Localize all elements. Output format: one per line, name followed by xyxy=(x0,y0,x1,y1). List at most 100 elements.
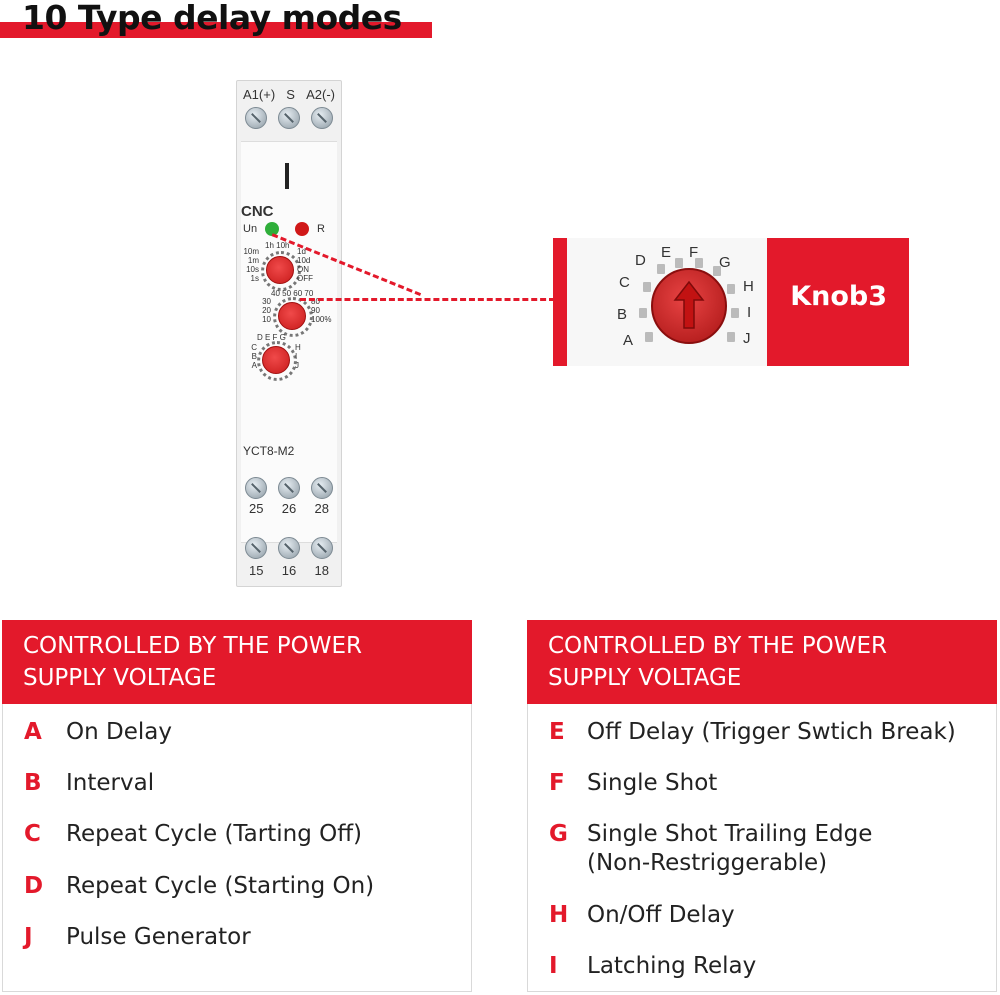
knob2-top-label: 40 50 60 70 xyxy=(271,289,314,298)
mode-letter: C xyxy=(24,821,41,847)
mode-description: On Delay xyxy=(66,719,172,745)
mode-description: Off Delay (Trigger Swtich Break) xyxy=(587,719,956,745)
mode-list-right: CONTROLLED BY THE POWER SUPPLY VOLTAGE E… xyxy=(527,620,997,992)
top-terminal-screws xyxy=(245,107,333,129)
time-percent-knob[interactable] xyxy=(278,302,306,330)
mode-description: Single Shot xyxy=(587,770,718,796)
dial-tick xyxy=(713,266,721,276)
knob2-left-labels: 30 20 10 xyxy=(243,297,271,324)
dial-tick xyxy=(727,332,735,342)
scale-label: 1s xyxy=(250,274,259,283)
page-title: 10 Type delay modes xyxy=(22,0,402,37)
top-terminal-labels: A1(+) S A2(-) xyxy=(243,87,335,102)
knob1-scale-ring xyxy=(261,251,301,291)
screw-icon xyxy=(311,477,333,499)
scale-label: OFF xyxy=(297,274,313,283)
model-number: YCT8-M2 xyxy=(243,444,295,458)
scale-label: C xyxy=(251,343,257,352)
scale-label: 20 xyxy=(262,306,271,315)
knob2-scale-ring xyxy=(273,297,313,337)
time-range-knob[interactable] xyxy=(266,256,294,284)
bottom-terminal-labels-2: 15 16 18 xyxy=(249,563,329,578)
dial-letter: D xyxy=(635,252,646,269)
mode-description-continued: (Non-Restriggerable) xyxy=(587,850,828,876)
screw-icon xyxy=(311,537,333,559)
terminal-label: 26 xyxy=(281,501,297,516)
scale-label: ON xyxy=(297,265,309,274)
dial-tick xyxy=(657,264,665,274)
mode-knob[interactable] xyxy=(262,346,290,374)
dial-letter: J xyxy=(743,330,751,347)
bottom-screws-1 xyxy=(245,477,333,499)
knob3-zoom: A B C D E F G H I J xyxy=(567,238,767,366)
dial-tick xyxy=(695,258,703,268)
mode-letter: J xyxy=(24,924,33,950)
screw-icon xyxy=(245,107,267,129)
scale-label: 10m xyxy=(243,247,259,256)
dial-tick xyxy=(643,282,651,292)
led-label-r: R xyxy=(317,223,325,235)
scale-label: 10d xyxy=(297,256,311,265)
mode-description: Latching Relay xyxy=(587,953,757,979)
knob3-callout: A B C D E F G H I J Knob3 xyxy=(553,238,909,366)
mode-letter: E xyxy=(549,719,565,745)
terminal-label: 15 xyxy=(249,563,264,578)
mode-letter: B xyxy=(24,770,42,796)
scale-label: B xyxy=(251,352,257,361)
scale-label: I xyxy=(295,352,298,361)
scale-label: 10 xyxy=(262,315,271,324)
screw-icon xyxy=(278,477,300,499)
mode-letter: D xyxy=(24,873,44,899)
mode-letter: F xyxy=(549,770,565,796)
terminal-label: 28 xyxy=(314,501,329,516)
power-led-icon xyxy=(265,222,279,236)
dial-tick xyxy=(727,284,735,294)
dial-tick xyxy=(645,332,653,342)
scale-label: H xyxy=(295,343,301,352)
knob1-left-labels: 10m 1m 10s 1s xyxy=(237,247,259,283)
box-heading: CONTROLLED BY THE POWER SUPPLY VOLTAGE xyxy=(527,620,997,704)
dial-tick xyxy=(639,308,647,318)
bottom-terminal-labels-1: 25 26 28 xyxy=(249,501,329,516)
heading-line: CONTROLLED BY THE POWER xyxy=(548,633,887,659)
heading-line: SUPPLY VOLTAGE xyxy=(548,665,742,691)
relay-device: A1(+) S A2(-) CNC Un R 1h 10h 10m 1m 10s… xyxy=(236,80,342,587)
scale-label: J xyxy=(295,361,299,370)
heading-line: CONTROLLED BY THE POWER xyxy=(23,633,362,659)
mode-letter: A xyxy=(24,719,42,745)
mode-description: Repeat Cycle (Tarting Off) xyxy=(66,821,363,847)
screw-icon xyxy=(245,477,267,499)
scale-label: 90 xyxy=(311,306,320,315)
callout-connector xyxy=(300,298,555,301)
dial-letter: E xyxy=(661,244,672,261)
terminal-label: 16 xyxy=(281,563,297,578)
dial-tick xyxy=(731,308,739,318)
screw-icon xyxy=(278,107,300,129)
scale-label: 100% xyxy=(311,315,332,324)
callout-label: Knob3 xyxy=(790,281,887,312)
scale-label: A xyxy=(251,361,257,370)
title-underline xyxy=(0,22,432,38)
knob1-top-label: 1h 10h xyxy=(265,241,290,250)
scale-label: 1d xyxy=(297,247,306,256)
knob3-top-label: D E F G xyxy=(257,333,286,342)
dial-letter: F xyxy=(689,244,699,261)
mode-knob-enlarged xyxy=(651,268,727,344)
terminal-label: 18 xyxy=(314,563,329,578)
knob2-right-labels: 80 90 100% xyxy=(311,297,331,324)
dial-letter: G xyxy=(719,254,731,271)
screw-icon xyxy=(311,107,333,129)
bottom-screws-2 xyxy=(245,537,333,559)
led-label-un: Un xyxy=(243,223,258,235)
dial-letter: C xyxy=(619,274,630,291)
scale-label: 1m xyxy=(247,256,259,265)
scale-label: 10s xyxy=(246,265,259,274)
terminal-label: A1(+) xyxy=(243,87,276,102)
arrow-up-icon xyxy=(673,280,705,329)
terminal-label: A2(-) xyxy=(306,87,335,102)
heading-line: SUPPLY VOLTAGE xyxy=(23,665,217,691)
mode-description: Single Shot Trailing Edge xyxy=(587,821,873,847)
mode-description: Repeat Cycle (Starting On) xyxy=(66,873,375,899)
dial-letter: I xyxy=(747,304,752,321)
scale-label: 80 xyxy=(311,297,320,306)
